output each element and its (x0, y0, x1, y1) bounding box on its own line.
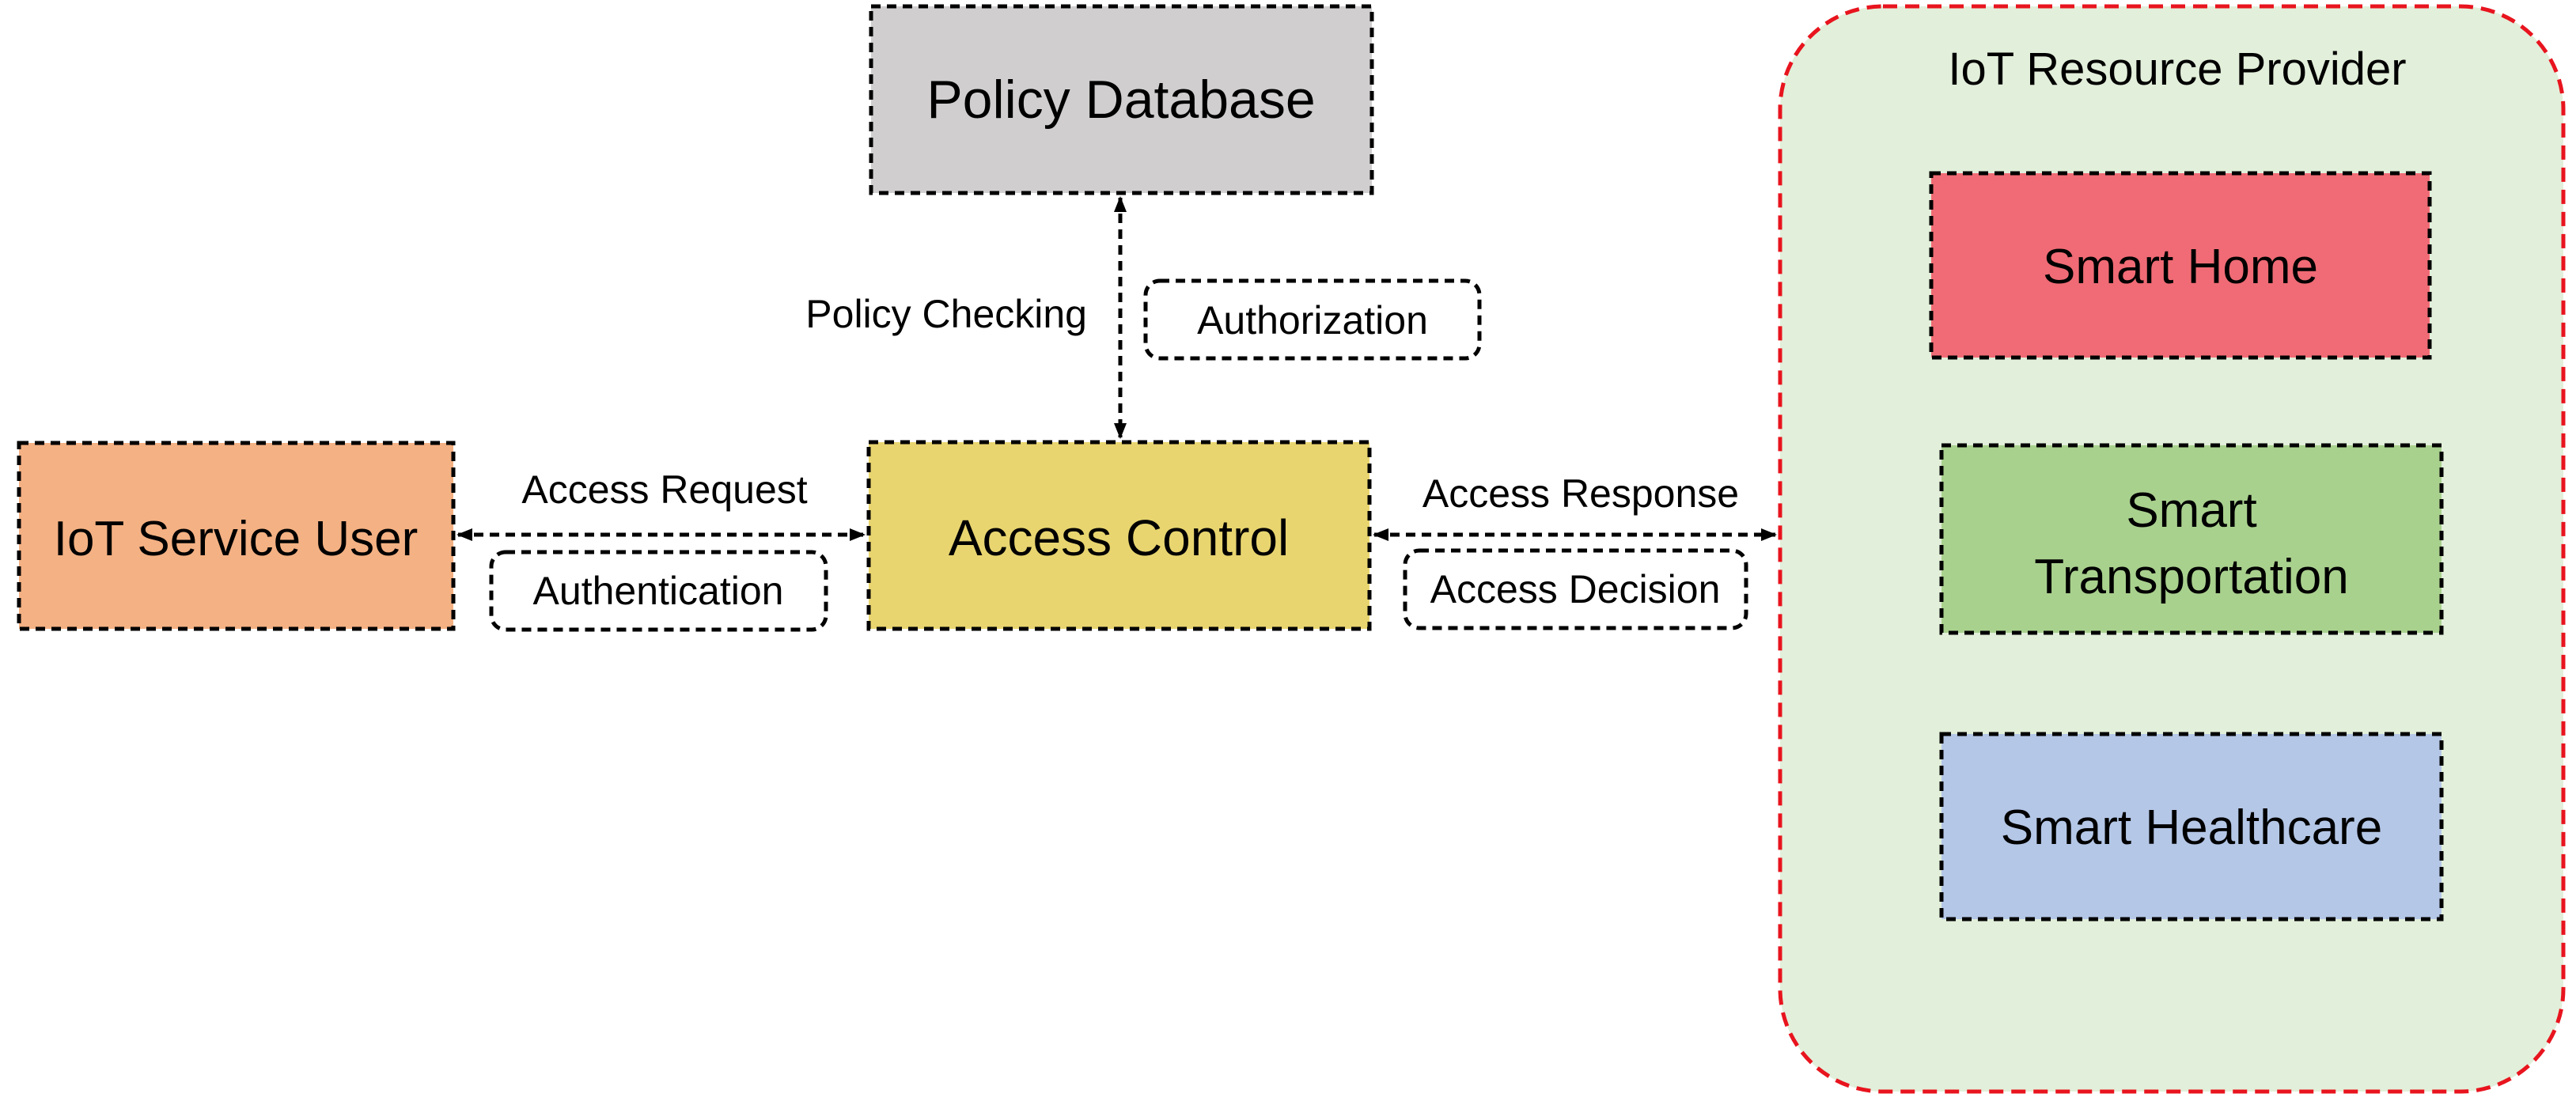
iot-service-user-box (17, 441, 456, 631)
policy-database-label: Policy Database (926, 70, 1315, 130)
policy-checking-label: Policy Checking (805, 292, 1087, 336)
iot-service-user-label: IoT Service User (54, 512, 419, 566)
smart-home-label: Smart Home (2043, 240, 2318, 294)
policy-database-node: Policy Database (869, 4, 1374, 195)
smart-home-box (1929, 171, 2432, 360)
authorization-label: Authorization (1197, 298, 1428, 342)
policy-database-box (869, 4, 1374, 195)
access-response-label: Access Response (1422, 471, 1739, 516)
smart-healthcare-label: Smart Healthcare (2001, 800, 2382, 855)
access-decision-label: Access Decision (1430, 567, 1721, 611)
access-control-node: Access Control (866, 440, 1372, 631)
authorization-box (1143, 278, 1482, 361)
access-control-label: Access Control (949, 509, 1289, 566)
iot-service-user-node: IoT Service User (17, 441, 456, 631)
access-response-edge: Access Response Access Decision (1373, 471, 1777, 630)
smart-transportation-node: Smart Transportation (1939, 443, 2444, 635)
access-decision-box (1403, 548, 1748, 630)
smart-healthcare-node: Smart Healthcare (1939, 732, 2444, 921)
access-control-box (866, 440, 1372, 631)
provider-title: IoT Resource Provider (1948, 44, 2406, 95)
smart-healthcare-box (1939, 732, 2444, 921)
access-request-edge: Access Request Authentication (456, 467, 866, 632)
smart-transportation-label-line2: Transportation (2034, 550, 2348, 604)
authentication-box (489, 550, 828, 632)
policy-checking-edge: Policy Checking Authorization (805, 196, 1482, 439)
smart-home-node: Smart Home (1929, 171, 2432, 360)
access-request-label: Access Request (521, 467, 807, 512)
authentication-label: Authentication (533, 569, 784, 613)
smart-transportation-box (1939, 443, 2444, 635)
smart-transportation-label-line1: Smart (2126, 483, 2256, 538)
